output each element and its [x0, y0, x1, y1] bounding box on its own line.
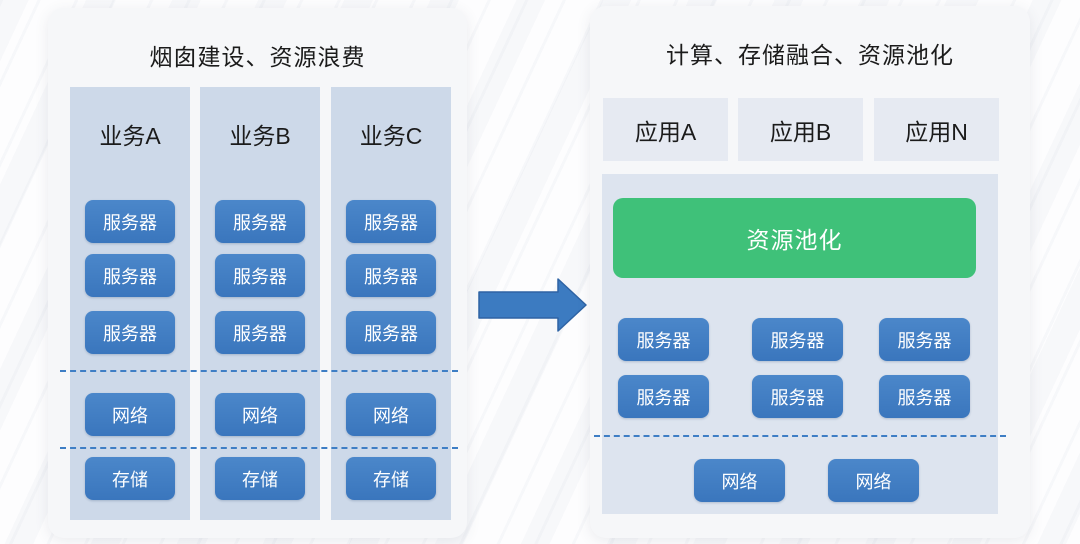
server-box: 服务器	[85, 254, 175, 297]
server-box: 服务器	[85, 200, 175, 243]
network-box: 网络	[694, 459, 785, 502]
pooled-architecture-panel: 计算、存储融合、资源池化 应用A 应用B 应用N 资源池化 服务器 服务器 服务…	[590, 6, 1030, 538]
server-box: 服务器	[346, 200, 436, 243]
server-box: 服务器	[618, 318, 709, 361]
app-box-a: 应用A	[603, 98, 728, 161]
resource-pool-container: 资源池化 服务器 服务器 服务器 服务器 服务器 服务器 网络 网络	[602, 174, 998, 514]
storage-box: 存储	[85, 457, 175, 500]
dashed-divider	[594, 435, 1006, 437]
storage-box: 存储	[215, 457, 305, 500]
silo-architecture-panel: 烟囱建设、资源浪费 业务A 服务器 服务器 服务器 网络 存储 业务B 服务器 …	[48, 8, 467, 538]
server-box: 服务器	[85, 311, 175, 354]
network-box: 网络	[346, 393, 436, 436]
business-column-c: 业务C 服务器 服务器 服务器 网络 存储	[331, 87, 451, 520]
storage-box: 存储	[346, 457, 436, 500]
business-column-b-header: 业务B	[229, 123, 291, 149]
dashed-divider	[60, 370, 458, 372]
server-box: 服务器	[879, 375, 970, 418]
network-box: 网络	[828, 459, 919, 502]
server-box: 服务器	[346, 311, 436, 354]
right-arrow-icon	[478, 278, 587, 332]
server-box: 服务器	[618, 375, 709, 418]
silo-panel-title: 烟囱建设、资源浪费	[149, 44, 366, 70]
server-box: 服务器	[215, 200, 305, 243]
network-box: 网络	[215, 393, 305, 436]
server-box: 服务器	[346, 254, 436, 297]
business-column-b: 业务B 服务器 服务器 服务器 网络 存储	[200, 87, 320, 520]
server-box: 服务器	[215, 311, 305, 354]
server-box: 服务器	[752, 375, 843, 418]
business-column-a: 业务A 服务器 服务器 服务器 网络 存储	[70, 87, 190, 520]
app-box-b: 应用B	[738, 98, 863, 161]
app-box-n: 应用N	[874, 98, 999, 161]
server-box: 服务器	[752, 318, 843, 361]
business-column-a-header: 业务A	[99, 123, 161, 149]
server-box: 服务器	[215, 254, 305, 297]
pooled-panel-title: 计算、存储融合、资源池化	[666, 42, 954, 68]
resource-pool-box: 资源池化	[613, 198, 976, 278]
server-box: 服务器	[879, 318, 970, 361]
network-box: 网络	[85, 393, 175, 436]
business-column-c-header: 业务C	[359, 123, 423, 149]
dashed-divider	[60, 447, 458, 449]
